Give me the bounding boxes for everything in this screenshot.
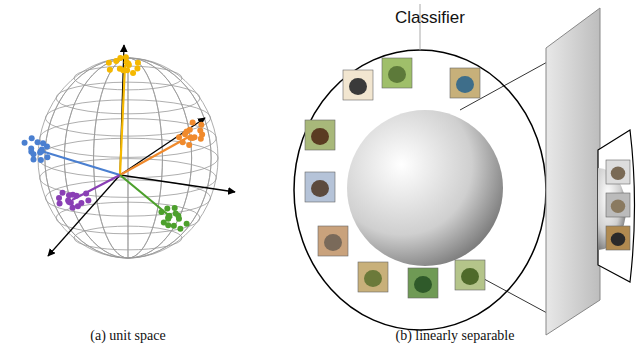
feature-dot <box>184 221 190 227</box>
axis-arrow <box>120 118 205 175</box>
thumbnail-subject <box>611 166 625 179</box>
feature-dot <box>106 60 112 66</box>
feature-dot <box>165 222 171 228</box>
feature-dot <box>171 223 177 229</box>
feature-dot <box>39 147 45 153</box>
thumbnail <box>305 172 335 202</box>
feature-dot <box>177 226 183 232</box>
feature-dot <box>83 191 89 197</box>
longitude <box>64 58 191 258</box>
feature-dot <box>78 200 84 206</box>
thumbnail-subject <box>349 78 367 95</box>
feature-dot <box>30 151 36 157</box>
feature-dot <box>35 139 41 145</box>
sphere-outline <box>38 58 218 258</box>
feature-dot <box>85 197 91 203</box>
thumbnail <box>382 58 412 88</box>
thumbnail-subject <box>611 232 625 245</box>
longitude <box>45 58 211 258</box>
feature-dot <box>31 157 37 163</box>
feature-dot <box>173 210 179 216</box>
thumbnail <box>343 70 373 100</box>
classifier-plane <box>546 8 600 335</box>
feature-dot <box>66 192 72 198</box>
feature-dot <box>198 122 204 128</box>
class-vector <box>38 150 120 175</box>
wireframe-sphere <box>38 58 218 258</box>
thumbnail-subject <box>388 66 406 83</box>
class-vector <box>72 175 120 200</box>
feature-dot <box>123 54 129 60</box>
feature-clusters <box>22 54 206 232</box>
feature-dot <box>124 67 130 73</box>
feature-dot <box>172 205 178 211</box>
thumbnail-subject <box>461 268 479 285</box>
thumbnail <box>408 268 438 298</box>
feature-dot <box>68 200 74 206</box>
feature-dot <box>40 140 46 146</box>
thumbnail <box>305 120 335 150</box>
feature-dot <box>22 140 28 146</box>
longitude <box>128 58 129 258</box>
feature-dot <box>130 70 136 76</box>
classifier-label: Classifier <box>395 8 465 28</box>
thumbnail-subject <box>311 180 329 197</box>
feature-dot <box>176 134 182 140</box>
thumbnail <box>606 160 630 184</box>
feature-dot <box>57 201 63 207</box>
thumbnail <box>318 226 348 256</box>
thumbnail <box>606 226 630 250</box>
thumbnail-subject <box>324 234 342 251</box>
feature-dot <box>60 190 66 196</box>
feature-dot <box>134 66 140 72</box>
class-vector <box>120 175 172 218</box>
feature-dot <box>38 157 44 163</box>
feature-dot <box>29 135 35 141</box>
hemisphere <box>347 110 503 266</box>
feature-dot <box>190 119 196 125</box>
thumbnail-subject <box>414 276 432 293</box>
image-thumbnails <box>305 58 630 298</box>
feature-dot <box>113 58 119 64</box>
class-vector <box>120 65 125 175</box>
feature-dot <box>124 59 130 65</box>
feature-dot <box>182 131 188 137</box>
feature-dot <box>180 139 186 145</box>
feature-dot <box>44 154 50 160</box>
caption-b: (b) linearly separable <box>396 328 515 344</box>
thumbnail-subject <box>611 199 625 212</box>
feature-region <box>294 50 546 330</box>
feature-dot <box>135 60 141 66</box>
longitude <box>64 58 191 258</box>
feature-dot <box>165 216 171 222</box>
feature-dot <box>158 209 164 215</box>
axis-arrow <box>48 175 120 256</box>
thumbnail-subject <box>456 76 474 93</box>
feature-dot <box>186 142 192 148</box>
thumbnail-subject <box>364 270 382 287</box>
longitude <box>45 58 211 258</box>
feature-dot <box>107 67 113 73</box>
thumbnail <box>450 68 480 98</box>
caption-a: (a) unit space <box>90 328 165 344</box>
feature-dot <box>56 195 62 201</box>
thumbnail <box>358 262 388 292</box>
thumbnail <box>606 193 630 217</box>
feature-dot <box>164 205 170 211</box>
cone-region <box>598 130 635 282</box>
thumbnail-subject <box>311 128 329 145</box>
feature-dot <box>192 134 198 140</box>
vectors <box>38 45 235 256</box>
axis-arrow <box>120 45 124 175</box>
feature-dot <box>197 127 203 133</box>
class-vector <box>120 135 192 175</box>
thumbnail <box>455 260 485 290</box>
